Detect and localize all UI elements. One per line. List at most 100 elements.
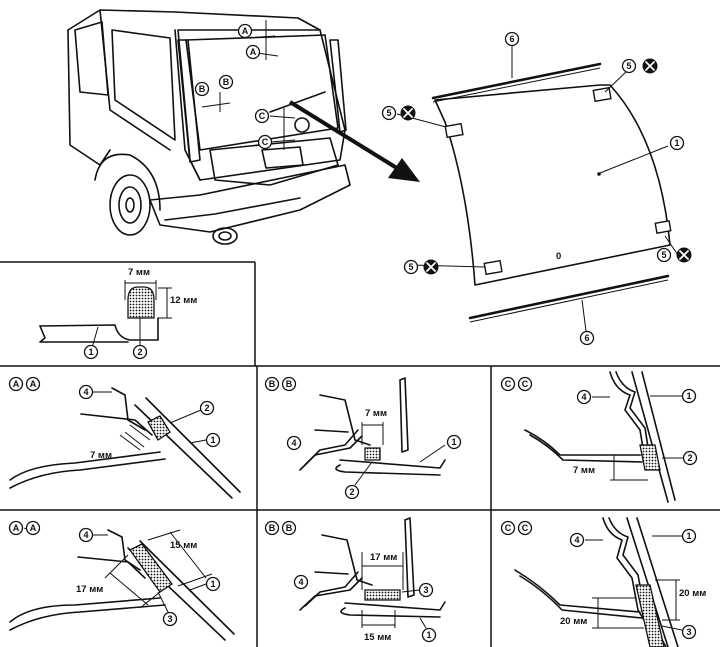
- dim-15mm-aa-2: 15 мм: [170, 540, 197, 551]
- panel-cc-1-label: C C: [500, 376, 533, 392]
- callout-adhesive-aa-1: 2: [199, 400, 215, 416]
- svg-text:A: A: [13, 379, 20, 389]
- callout-glass-cc-2: 1: [681, 528, 697, 544]
- svg-text:A: A: [250, 47, 257, 57]
- svg-text:5: 5: [386, 108, 391, 118]
- svg-text:1: 1: [210, 435, 215, 445]
- svg-text:B: B: [269, 379, 276, 389]
- svg-text:4: 4: [298, 577, 303, 587]
- panel-aa-1-label: A A: [8, 376, 41, 392]
- svg-text:6: 6: [584, 333, 589, 343]
- dim-20mm-cc-2-right: 20 мм: [679, 588, 706, 599]
- marker-c-top: C: [254, 108, 270, 124]
- callout-glass-cc-1: 1: [681, 388, 697, 404]
- svg-text:1: 1: [674, 138, 679, 148]
- panel-aa-2-label: A - A: [8, 520, 41, 536]
- panel-section-bb-1: B B 7 мм 4 2 1: [264, 376, 462, 500]
- svg-text:C: C: [522, 379, 529, 389]
- dim-7mm-profile: 7 мм: [128, 267, 150, 278]
- svg-text:C: C: [262, 137, 269, 147]
- callout-glass: 1: [669, 135, 685, 151]
- svg-text:4: 4: [291, 438, 296, 448]
- callout-clip-top-right: 5: [621, 58, 658, 74]
- callout-body-aa-2: 4: [78, 527, 94, 543]
- callout-body-bb-2: 4: [293, 574, 309, 590]
- callout-glass-profile: 1: [83, 344, 99, 360]
- svg-text:6: 6: [509, 34, 514, 44]
- svg-text:5: 5: [626, 61, 631, 71]
- dim-20mm-cc-2-left: 20 мм: [560, 616, 587, 627]
- callout-adhesive-bb-1: 2: [344, 484, 360, 500]
- svg-text:A: A: [30, 379, 37, 389]
- svg-text:2: 2: [137, 347, 142, 357]
- svg-text:B: B: [286, 379, 293, 389]
- svg-text:B: B: [286, 523, 293, 533]
- svg-text:B: B: [223, 77, 230, 87]
- car-rear-illustration: A A B B C C: [67, 9, 351, 245]
- marker-b-left: B: [194, 81, 210, 97]
- callout-spacer-bb-2: 3: [418, 582, 434, 598]
- callout-body-cc-1: 4: [576, 389, 592, 405]
- callout-glass-bb-2: 1: [421, 627, 437, 643]
- glass-panel-illustration: 0 1 6 6 5 5 5: [381, 31, 692, 346]
- svg-text:5: 5: [408, 262, 413, 272]
- callout-clip-bottom-right: 5: [656, 247, 692, 263]
- callout-glass-aa-1: 1: [205, 432, 221, 448]
- dim-17mm-bb-2: 17 мм: [370, 552, 397, 563]
- svg-text:2: 2: [204, 403, 209, 413]
- callout-glass-bb-1: 1: [446, 434, 462, 450]
- dim-17mm-aa-2: 17 мм: [76, 584, 103, 595]
- dim-15mm-bb-2: 15 мм: [364, 632, 391, 643]
- callout-body-bb-1: 4: [286, 435, 302, 451]
- svg-text:4: 4: [574, 535, 579, 545]
- dim-7mm-cc-1: 7 мм: [573, 465, 595, 476]
- callout-spacer-aa-2: 3: [162, 611, 178, 627]
- svg-text:-: -: [24, 523, 27, 534]
- callout-body-aa-1: 4: [78, 384, 94, 400]
- svg-text:C: C: [259, 111, 266, 121]
- svg-text:B: B: [199, 84, 206, 94]
- svg-text:A: A: [30, 523, 37, 533]
- svg-text:5: 5: [661, 250, 666, 260]
- panel-section-aa-2: A - A 15 мм 17 мм 4 1 3: [8, 520, 235, 641]
- marker-a-top: A: [237, 23, 253, 39]
- callout-adhesive-profile: 2: [132, 344, 148, 360]
- adhesive-profile-detail: 7 мм 12 мм 1 2: [39, 267, 197, 360]
- callout-molding-top: 6: [504, 31, 520, 47]
- marker-a-bottom: A: [245, 44, 261, 60]
- panel-bb-2-label: B B: [264, 520, 297, 536]
- svg-text:2: 2: [349, 487, 354, 497]
- svg-text:1: 1: [686, 391, 691, 401]
- callout-clip-bottom-left: 5: [403, 259, 439, 275]
- panel-section-bb-2: B B 17 мм 15 мм 4 3 1: [264, 517, 446, 643]
- svg-text:3: 3: [423, 585, 428, 595]
- callout-glass-aa-2: 1: [205, 576, 221, 592]
- callout-adhesive-cc-1: 2: [682, 450, 698, 466]
- svg-text:B: B: [269, 523, 276, 533]
- callout-molding-bottom: 6: [579, 330, 595, 346]
- svg-text:1: 1: [686, 531, 691, 541]
- marker-c-bottom: C: [257, 134, 273, 150]
- dim-7mm-aa-1: 7 мм: [90, 450, 112, 461]
- car-section-markers: [201, 20, 296, 150]
- svg-text:C: C: [505, 379, 512, 389]
- panel-section-cc-1: C C 7 мм 4 1 2: [500, 371, 698, 503]
- big-arrow-icon: [288, 100, 420, 182]
- frame-lines: [0, 261, 720, 647]
- svg-text:C: C: [505, 523, 512, 533]
- panel-cc-2-label: C C: [500, 520, 533, 536]
- panel-bb-1-label: B B: [264, 376, 297, 392]
- svg-text:C: C: [522, 523, 529, 533]
- dim-7mm-bb-1: 7 мм: [365, 408, 387, 419]
- svg-text:4: 4: [581, 392, 586, 402]
- svg-text:1: 1: [426, 630, 431, 640]
- svg-text:A: A: [13, 523, 20, 533]
- callout-clip-top-left: 5: [381, 105, 416, 121]
- svg-text:4: 4: [83, 387, 88, 397]
- svg-text:1: 1: [88, 347, 93, 357]
- svg-text:A: A: [242, 26, 249, 36]
- svg-text:3: 3: [686, 627, 691, 637]
- callout-spacer-cc-2: 3: [681, 624, 697, 640]
- svg-text:1: 1: [210, 579, 215, 589]
- svg-text:2: 2: [687, 453, 692, 463]
